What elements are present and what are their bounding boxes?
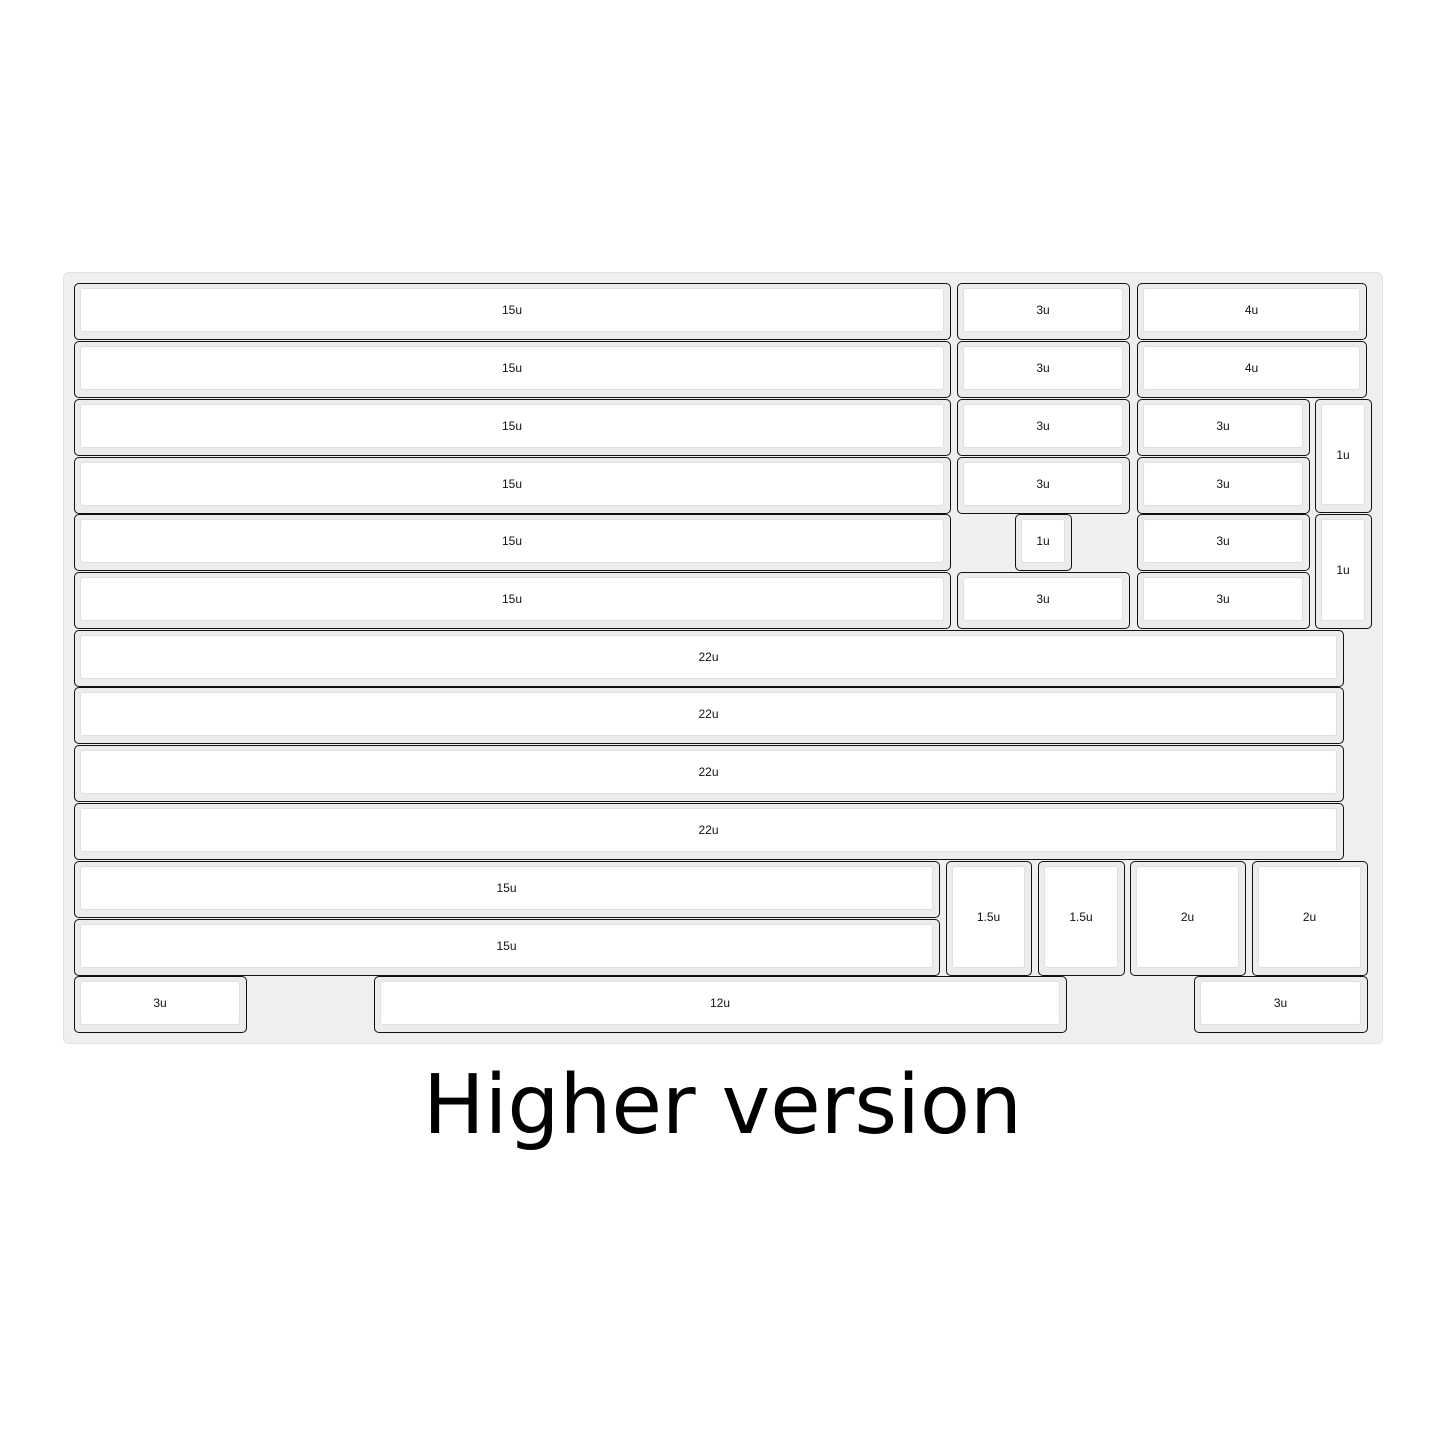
keycap-15u: 15u	[74, 919, 940, 976]
keycap-label: 4u	[1143, 346, 1360, 390]
keycap-15u: 15u	[74, 861, 940, 918]
keycap-1u: 1u	[1015, 514, 1072, 571]
keycap-15u: 15u	[74, 283, 951, 340]
keycap-label: 4u	[1143, 288, 1360, 332]
keycap-label: 3u	[963, 577, 1123, 621]
keycap-1u: 1u	[1315, 399, 1372, 513]
keycap-label: 3u	[963, 404, 1123, 448]
keycap-label: 15u	[80, 462, 944, 506]
keycap-label: 2u	[1258, 866, 1361, 968]
keycap-3u: 3u	[1137, 514, 1310, 571]
keycap-label: 3u	[963, 346, 1123, 390]
keycap-label: 22u	[80, 692, 1337, 736]
keycap-label: 1u	[1321, 404, 1365, 505]
keycap-3u: 3u	[957, 341, 1130, 398]
keycap-12u: 12u	[374, 976, 1067, 1033]
keycap-22u: 22u	[74, 803, 1344, 860]
keycap-15u: 15u	[74, 457, 951, 514]
keycap-3u: 3u	[957, 457, 1130, 514]
keycap-label: 15u	[80, 866, 933, 910]
keycap-label: 15u	[80, 346, 944, 390]
keycap-label: 15u	[80, 519, 944, 563]
keycap-label: 1.5u	[952, 866, 1025, 968]
keycap-label: 3u	[963, 288, 1123, 332]
keycap-1-5u: 1.5u	[946, 861, 1032, 976]
keycap-22u: 22u	[74, 745, 1344, 802]
keycap-label: 12u	[380, 981, 1060, 1025]
keycap-3u: 3u	[957, 572, 1130, 629]
keycap-label: 3u	[1143, 404, 1303, 448]
keycap-label: 15u	[80, 577, 944, 621]
keycap-3u: 3u	[74, 976, 247, 1033]
keycap-label: 15u	[80, 404, 944, 448]
keycap-label: 1.5u	[1044, 866, 1118, 968]
keycap-3u: 3u	[1137, 457, 1310, 514]
keycap-15u: 15u	[74, 399, 951, 456]
keycap-label: 3u	[1143, 577, 1303, 621]
keycap-label: 15u	[80, 924, 933, 968]
keycap-label: 3u	[80, 981, 240, 1025]
keycap-1-5u: 1.5u	[1038, 861, 1125, 976]
keycap-label: 22u	[80, 808, 1337, 852]
keycap-2u: 2u	[1252, 861, 1368, 976]
keycap-4u: 4u	[1137, 283, 1367, 340]
keycap-3u: 3u	[957, 399, 1130, 456]
keycap-3u: 3u	[1137, 572, 1310, 629]
keycap-3u: 3u	[1194, 976, 1368, 1033]
keycap-label: 3u	[1143, 519, 1303, 563]
keycap-label: 3u	[1143, 462, 1303, 506]
keycap-label: 22u	[80, 635, 1337, 679]
keycap-label: 2u	[1136, 866, 1239, 968]
keycap-22u: 22u	[74, 687, 1344, 744]
keycap-3u: 3u	[957, 283, 1130, 340]
keycap-15u: 15u	[74, 514, 951, 571]
keycap-label: 22u	[80, 750, 1337, 794]
keycap-4u: 4u	[1137, 341, 1367, 398]
keycap-15u: 15u	[74, 341, 951, 398]
keycap-label: 3u	[1200, 981, 1361, 1025]
keycap-1u: 1u	[1315, 514, 1372, 629]
keycap-label: 3u	[963, 462, 1123, 506]
keycap-label: 1u	[1321, 519, 1365, 621]
keycap-22u: 22u	[74, 630, 1344, 687]
keycap-3u: 3u	[1137, 399, 1310, 456]
keycap-15u: 15u	[74, 572, 951, 629]
keycap-label: 1u	[1021, 519, 1065, 563]
caption-title: Higher version	[422, 1058, 1023, 1153]
keycap-label: 15u	[80, 288, 944, 332]
keycap-2u: 2u	[1130, 861, 1246, 976]
